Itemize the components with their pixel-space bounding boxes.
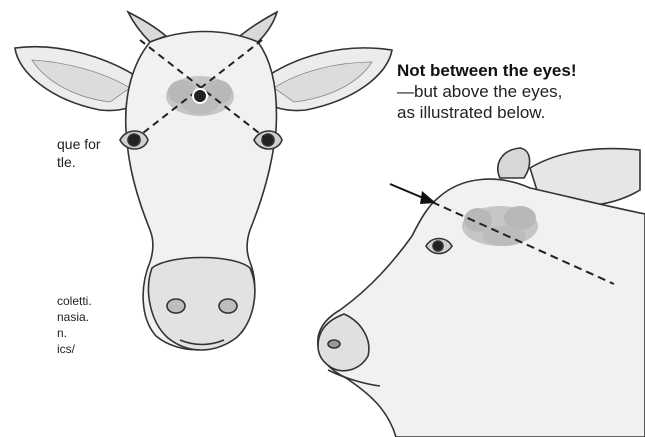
front-nostril-left [167,299,185,313]
front-nostril-right [219,299,237,313]
arrow-icon [390,184,436,204]
front-cow-head [15,12,392,350]
side-brain [462,206,538,246]
side-eye [426,239,452,254]
front-target-point [193,89,207,103]
side-horn [498,148,530,178]
side-cow-head [318,148,645,437]
side-nostril [328,340,340,348]
